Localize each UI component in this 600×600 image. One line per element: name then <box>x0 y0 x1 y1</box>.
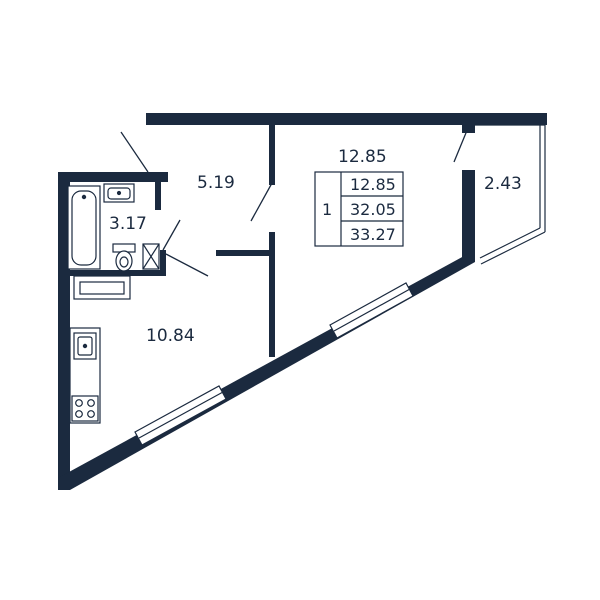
top-wall <box>146 113 547 125</box>
kitchen-hall-wall <box>216 250 272 256</box>
windows <box>134 282 414 446</box>
left-wall <box>58 172 70 490</box>
kitchen-fixtures <box>69 275 131 424</box>
bathroom-area: 3.17 <box>109 214 147 234</box>
bathroom-door <box>162 219 181 251</box>
bathtub-icon <box>67 185 101 270</box>
entrance-door <box>120 131 149 173</box>
kitchen-living-wall <box>269 232 275 357</box>
bathroom-right-wall-bottom <box>160 250 166 276</box>
bathroom-bottom-wall <box>64 270 166 276</box>
washing-machine-icon <box>142 243 160 270</box>
table-total-area: 33.27 <box>350 225 396 244</box>
toilet-icon <box>112 243 136 272</box>
bathroom-fixtures <box>67 183 160 272</box>
interior-walls <box>64 125 275 357</box>
balcony-door-jamb <box>462 125 475 133</box>
kitchen-area: 10.84 <box>146 326 195 346</box>
kitchen-sink-icon <box>73 332 97 360</box>
stove-icon <box>71 395 99 422</box>
balcony-door <box>453 127 469 163</box>
exterior-walls <box>58 113 547 490</box>
hallway-area: 5.19 <box>197 173 235 193</box>
living-room-area: 12.85 <box>338 147 387 167</box>
rooms-count: 1 <box>322 200 332 219</box>
doors <box>120 127 469 277</box>
living-door <box>250 182 273 222</box>
hall-living-wall-upper <box>269 125 275 185</box>
left-block-top-wall <box>58 172 168 182</box>
balcony-partition-wall <box>462 170 475 258</box>
summary-table <box>314 171 404 247</box>
bathroom-right-wall-top <box>155 172 161 210</box>
bathroom-door-swing <box>165 253 209 277</box>
table-area-without-balcony: 32.05 <box>350 200 396 219</box>
balcony <box>475 124 546 265</box>
sink-icon <box>103 183 135 203</box>
table-living-area: 12.85 <box>350 175 396 194</box>
balcony-area: 2.43 <box>484 174 522 194</box>
